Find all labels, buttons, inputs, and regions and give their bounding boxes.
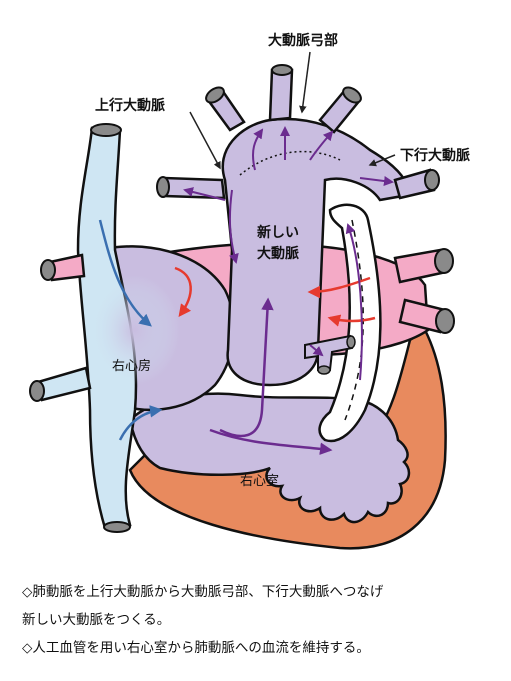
side-vessel-left-lower-cap [29, 380, 45, 402]
label-right-ventricle: 右心室 [240, 474, 280, 489]
arch-branch-3-cap [342, 86, 362, 104]
label-right-atrium: 右心房 [112, 359, 152, 374]
purple-arrow-rv [209, 428, 333, 455]
red-arrow-2 [307, 276, 371, 299]
label-aortic-arch: 大動脈弓部 [268, 33, 338, 49]
purple-arrow-arch-3 [309, 130, 334, 161]
purple-arrow-right-arch [359, 176, 394, 186]
pulmonary-vein-upper-cap [434, 248, 454, 274]
purple-arrow-arch-1 [252, 128, 264, 171]
purple-arrow-pulm [309, 344, 324, 357]
arch-branch-left [163, 176, 226, 200]
label-neo-aorta-2: 大動脈 [257, 246, 299, 262]
heart-diagram [29, 51, 455, 550]
arch-branch-1-cap [205, 86, 225, 104]
graft [318, 203, 382, 443]
ra-blend [90, 275, 180, 385]
side-vessel-left-upper-cap [40, 259, 56, 281]
label-ascending-aorta: 上行大動脈 [95, 98, 165, 114]
pulmonary-vein-lower-cap [435, 308, 455, 334]
caption-line-1: ◇肺動脈を上行大動脈から大動脈弓部、下行大動脈へつなげ [22, 584, 384, 600]
pulmonary-branch-cap-2 [317, 365, 331, 375]
pulmonary-branch [304, 334, 354, 371]
leader-ascending [189, 111, 221, 170]
side-vessel-left-upper [48, 253, 86, 282]
red-arrow-1 [174, 266, 192, 318]
blue-arrow-upper [98, 219, 152, 327]
purple-arrow-down-left [228, 189, 239, 264]
caption-line-2: 新しい大動脈をつくる。 [22, 612, 171, 628]
leader-descending [368, 154, 396, 167]
purple-arrow-main [219, 297, 274, 438]
caption-line-3: ◇人工血管を用い右心室から肺動脈への血流を維持する。 [22, 640, 370, 656]
arch-branch-2 [268, 68, 294, 122]
pulmonary-branch-cap-1 [346, 335, 356, 349]
label-neo-aorta-1: 新しい [257, 225, 299, 241]
graft-centerline [344, 219, 364, 421]
label-descending-aorta: 下行大動脈 [400, 148, 470, 164]
red-arrow-3 [327, 314, 376, 327]
arch-branch-left-cap [156, 176, 170, 198]
leader-aortic-arch [299, 51, 311, 114]
arch-branch-2-cap [271, 64, 293, 76]
side-vessel-left-lower [36, 366, 92, 402]
vena-cava-top-cap [90, 123, 122, 137]
suture-line [239, 150, 341, 176]
arch-branch-right-cap [424, 169, 440, 191]
purple-arrow-graft [345, 223, 363, 381]
purple-arrow-left-branch [183, 187, 226, 201]
vena-cava-bottom-cap [103, 521, 131, 533]
blue-arrow-lower [118, 405, 163, 441]
